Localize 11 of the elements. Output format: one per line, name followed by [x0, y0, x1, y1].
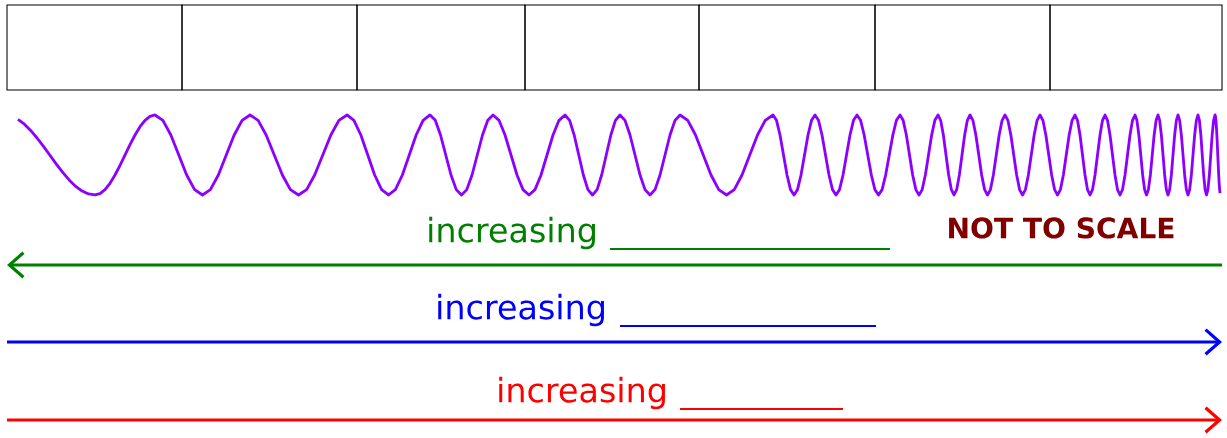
axis-label: increasing	[429, 216, 595, 250]
answer-cell	[181, 4, 358, 91]
axis-label: increasing	[499, 376, 665, 410]
answer-cell	[6, 4, 183, 91]
axis-label: increasing	[438, 293, 604, 327]
answer-cell	[524, 4, 700, 91]
note-text: NOT TO SCALE	[949, 217, 1174, 239]
answer-cell	[874, 4, 1051, 91]
answer-cell	[356, 4, 526, 91]
answer-cell	[1049, 4, 1223, 91]
answer-cell	[698, 4, 876, 91]
